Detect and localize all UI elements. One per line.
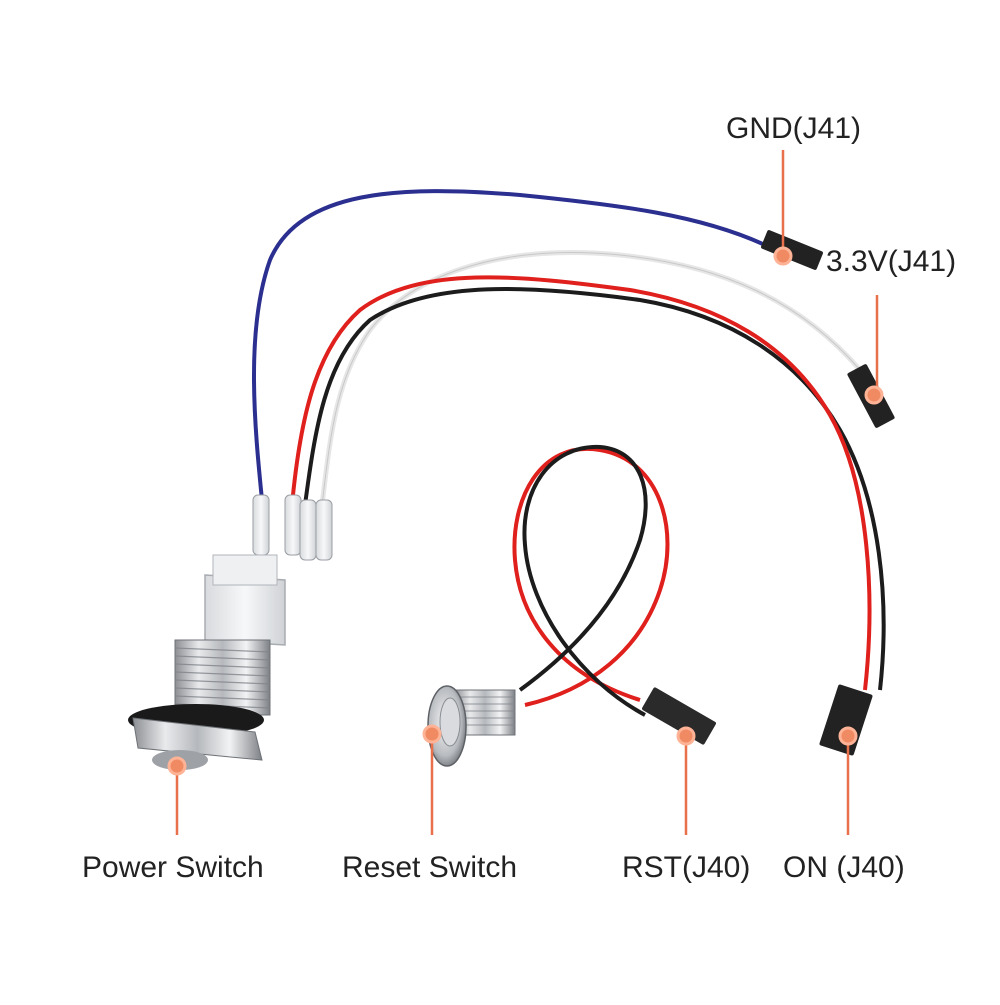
callout-dot-rst (676, 726, 696, 746)
power-switch (128, 494, 333, 770)
power-switch-label: Power Switch (82, 851, 264, 884)
white-wire-outline (321, 252, 861, 506)
callout-dot-reset (422, 724, 442, 744)
callout-dots (167, 246, 884, 776)
gnd-label: GND(J41) (726, 112, 862, 145)
callout-dot-on (838, 726, 858, 746)
black-wire-reset (518, 444, 648, 717)
reset-switch (427, 685, 516, 767)
gnd-connector (761, 230, 823, 270)
callout-dot-33v (864, 385, 884, 405)
v33-label: 3.3V(J41) (826, 245, 957, 278)
rst-label: RST(J40) (622, 851, 751, 884)
on-label: ON (J40) (783, 851, 905, 884)
red-wire-reset (512, 446, 670, 707)
reset-switch-label: Reset Switch (342, 851, 518, 884)
blue-wire (252, 189, 766, 501)
callout-dot-gnd (773, 246, 793, 266)
callout-dot-power (167, 756, 187, 776)
red-wire-power (290, 275, 872, 691)
rst-connector (642, 687, 716, 745)
callouts (175, 150, 879, 835)
on-connector (819, 684, 873, 756)
black-wire-power (303, 287, 886, 691)
